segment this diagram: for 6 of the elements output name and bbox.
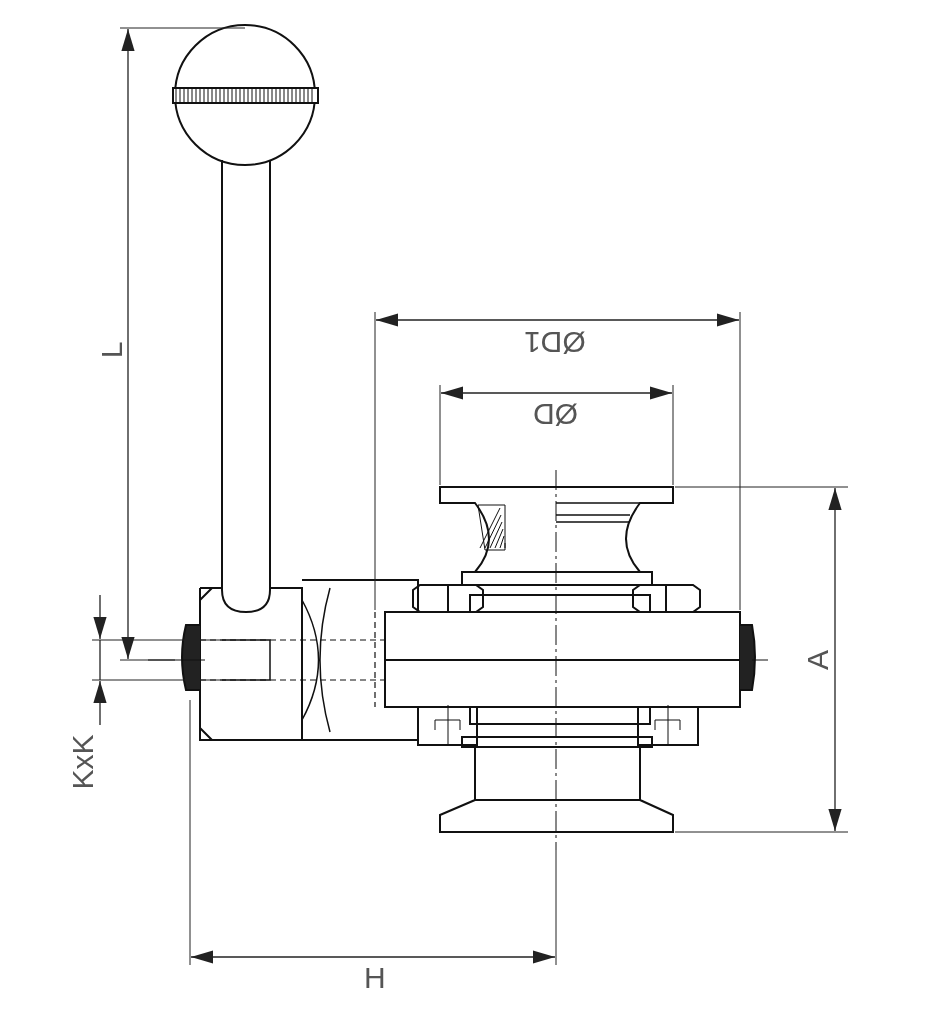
dimension-label: ØD [532, 399, 578, 429]
dimension-label: H [364, 963, 386, 993]
dimension-label: A [803, 650, 833, 670]
dimension-label: KxK [67, 734, 97, 790]
dimension-label: L [96, 341, 127, 359]
dimension-label: ØD1 [524, 327, 586, 357]
